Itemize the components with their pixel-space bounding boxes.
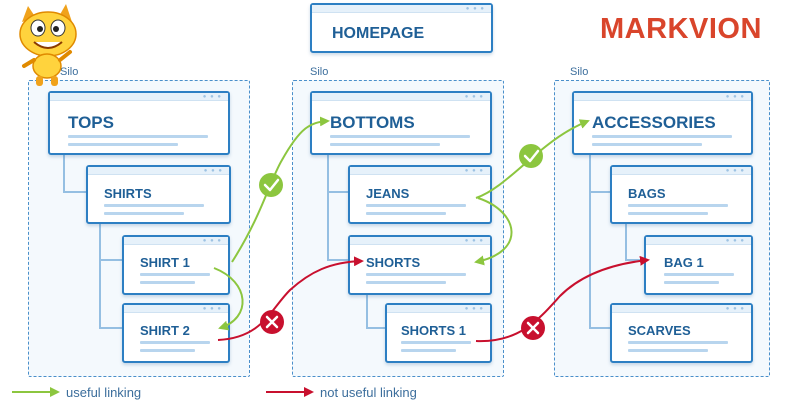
- product-title: SHIRT 1: [140, 255, 190, 270]
- subcategory-title: SHORTS: [366, 255, 421, 270]
- product-title: SHIRT 2: [140, 323, 190, 338]
- legend-not-useful-label: not useful linking: [320, 385, 417, 400]
- category-title: TOPS: [68, 113, 114, 132]
- category-title: BOTTOMS: [330, 113, 415, 132]
- product-card-shirt-2: ● ● ● SHIRT 2: [122, 303, 230, 363]
- product-title: SHORTS 1: [401, 323, 467, 338]
- silo-label: Silo: [570, 66, 589, 78]
- subcategory-card-shorts: ● ● ● SHORTS: [348, 235, 492, 295]
- subcategory-title: JEANS: [366, 186, 410, 201]
- subcategory-card-scarves: ● ● ● SCARVES: [610, 303, 753, 363]
- brand-logo: MARKVION: [600, 13, 762, 45]
- category-title: ACCESSORIES: [592, 113, 716, 132]
- silo-label: Silo: [310, 66, 329, 78]
- homepage-card: ● ● ● HOMEPAGE: [310, 3, 493, 53]
- subcategory-title: SCARVES: [628, 323, 691, 338]
- silo-label: Silo: [60, 66, 79, 78]
- subcategory-title: BAGS: [628, 186, 666, 201]
- product-card-shorts-1: ● ● ● SHORTS 1: [385, 303, 492, 363]
- subcategory-title: SHIRTS: [104, 186, 152, 201]
- subcategory-card-bags: ● ● ● BAGS: [610, 165, 753, 224]
- subcategory-card-jeans: ● ● ● JEANS: [348, 165, 492, 224]
- category-card-tops: ● ● ● TOPS: [48, 91, 230, 155]
- homepage-title: HOMEPAGE: [332, 25, 425, 42]
- legend-useful-label: useful linking: [66, 385, 142, 400]
- product-card-shirt-1: ● ● ● SHIRT 1: [122, 235, 230, 295]
- product-title: BAG 1: [664, 255, 704, 270]
- category-card-accessories: ● ● ● ACCESSORIES: [572, 91, 753, 155]
- product-card-bag-1: ● ● ● BAG 1: [644, 235, 753, 295]
- subcategory-card-shirts: ● ● ● SHIRTS: [86, 165, 231, 224]
- category-card-bottoms: ● ● ● BOTTOMS: [310, 91, 492, 155]
